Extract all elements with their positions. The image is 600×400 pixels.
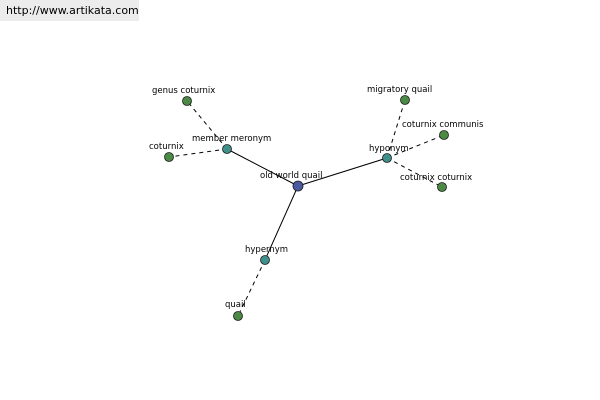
node-coturnix-coturnix[interactable] [437, 182, 447, 192]
edge-hypernym-quail [237, 259, 266, 317]
node-quail[interactable] [233, 311, 243, 321]
edge-center-member-meronym [226, 148, 299, 187]
node-coturnix[interactable] [164, 152, 174, 162]
edge-center-hyponym [297, 157, 388, 187]
node-hyponym[interactable] [382, 153, 392, 163]
label-quail[interactable]: quail [225, 300, 246, 310]
edge-hyponym-coturnix-communis [386, 134, 445, 159]
label-coturnix[interactable]: coturnix [149, 142, 184, 152]
edge-hyponym-migratory-quail [386, 99, 406, 159]
label-coturnix-coturnix[interactable]: coturnix coturnix [400, 173, 472, 183]
site-url-banner[interactable]: http://www.artikata.com [0, 0, 139, 21]
node-member-meronym[interactable] [222, 144, 232, 154]
label-migratory-quail[interactable]: migratory quail [367, 85, 432, 95]
label-center[interactable]: old world quail [260, 171, 322, 181]
graph-labels: old world quail member meronym hyponym hype… [149, 85, 484, 310]
node-coturnix-communis[interactable] [439, 130, 449, 140]
edge-hyponym-coturnix-coturnix [386, 157, 443, 188]
edge-member-meronym-coturnix [168, 148, 228, 158]
node-hypernym[interactable] [260, 255, 270, 265]
label-coturnix-communis[interactable]: coturnix communis [402, 120, 484, 130]
graph-edges [168, 99, 445, 317]
label-hypernym[interactable]: hypernym [245, 245, 288, 255]
graph-nodes [164, 95, 449, 321]
label-genus-coturnix[interactable]: genus coturnix [152, 86, 215, 96]
edge-center-hypernym [264, 185, 299, 261]
edge-member-meronym-genus-coturnix [186, 100, 228, 150]
node-migratory-quail[interactable] [400, 95, 410, 105]
node-center[interactable] [292, 180, 304, 192]
label-hyponym[interactable]: hyponym [369, 144, 409, 154]
node-genus-coturnix[interactable] [182, 96, 192, 106]
label-member-meronym[interactable]: member meronym [192, 134, 271, 144]
